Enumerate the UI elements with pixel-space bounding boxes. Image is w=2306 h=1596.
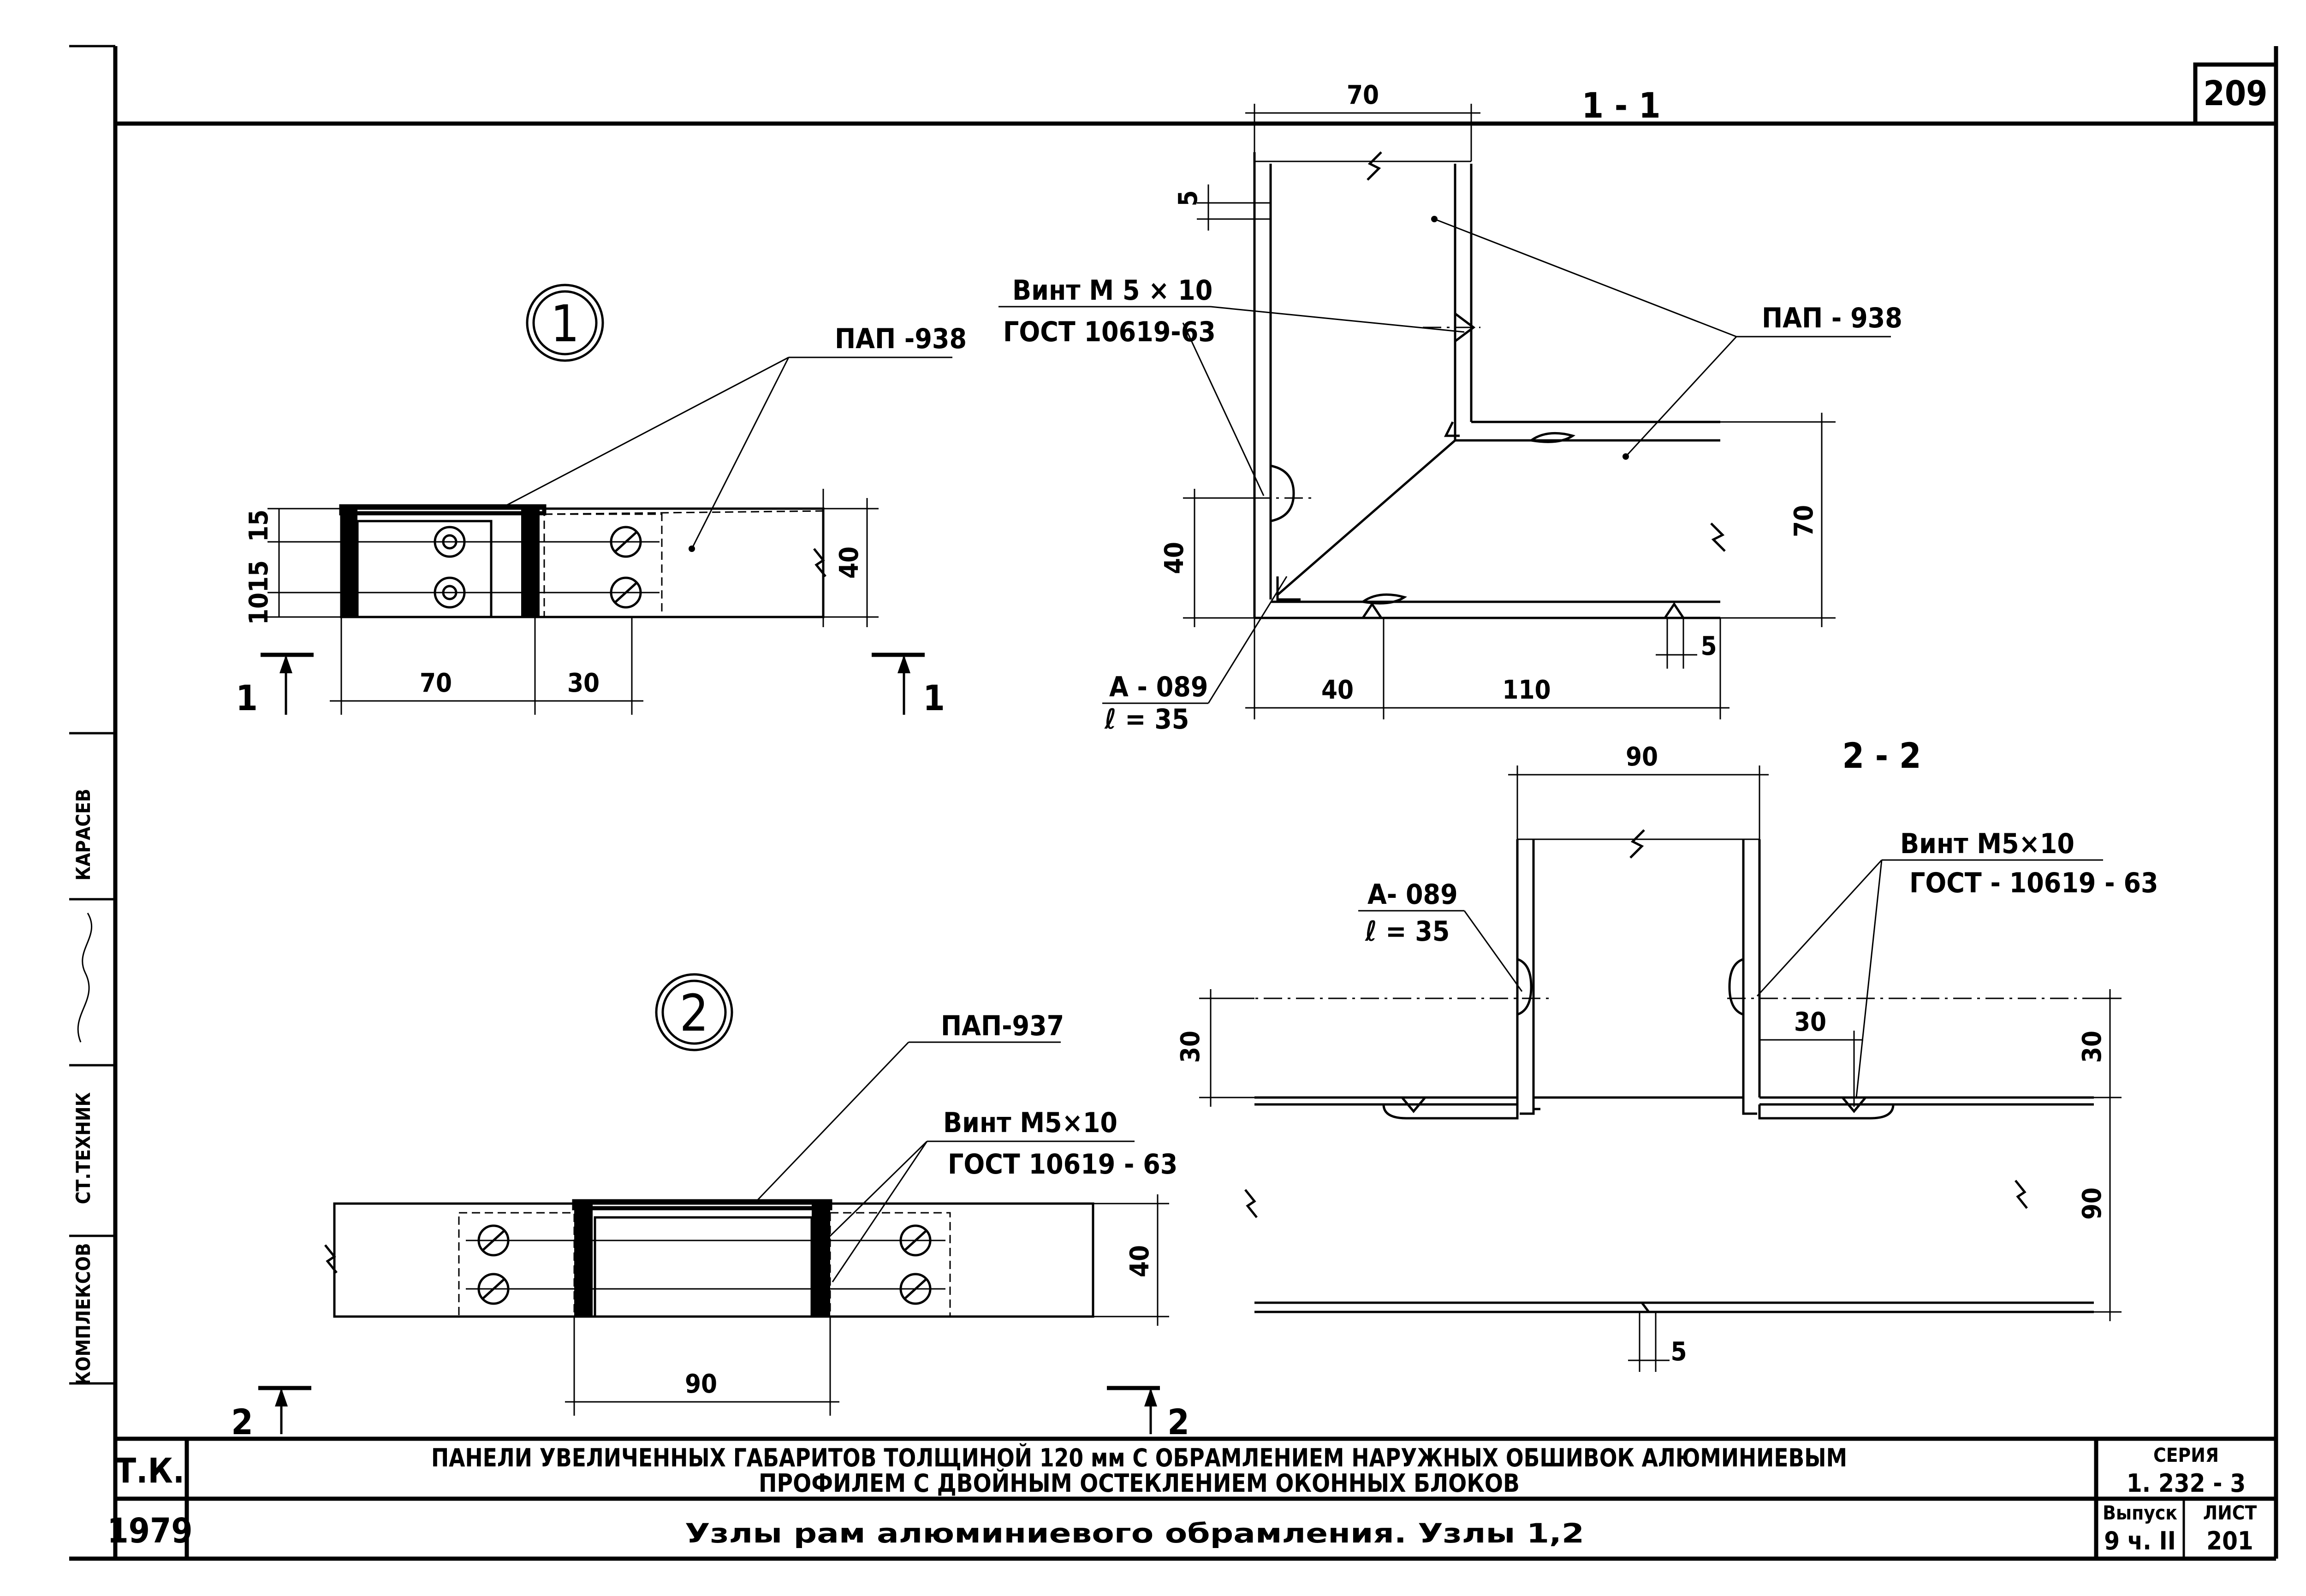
node-2-section-right: 2 (1167, 1401, 1189, 1442)
stamp-role-2: КОМПЛЕКСОВ (72, 1243, 95, 1386)
node-1-section-right: 1 (923, 677, 945, 718)
side-stamp: КАРАСЕВ СТ.ТЕХНИК КОМПЛЕКСОВ (69, 732, 115, 1386)
sheet-corner-number: 209 (2204, 74, 2268, 113)
tb-issue-value: 9 ч. II (2104, 1526, 2176, 1555)
node-1-section-left: 1 (236, 677, 258, 718)
title-block: Т.К. 1979 ПАНЕЛИ УВЕЛИЧЕННЫХ ГАБАРИТОВ Т… (107, 1436, 2276, 1559)
sheet-frame: 209 (69, 45, 2278, 1561)
tb-title-line-2: ПРОФИЛЕМ С ДВОЙНЫМ ОСТЕКЛЕНИЕМ ОКОННЫХ Б… (759, 1469, 1520, 1498)
tb-series-label: СЕРИЯ (2153, 1444, 2219, 1466)
section-2-2-dim-top-90: 90 (1626, 742, 1658, 772)
section-1-1-title: 1 - 1 (1581, 85, 1660, 126)
node-1-dim-30: 30 (567, 668, 600, 698)
tb-org: Т.К. (115, 1451, 184, 1491)
tb-sheet-label: ЛИСТ (2203, 1501, 2257, 1524)
section-1-1-profile-label: ПАП - 938 (1762, 302, 1902, 334)
stamp-role-1: СТ.ТЕХНИК (72, 1092, 95, 1204)
node-1-dim-15a: 15 (244, 510, 274, 542)
section-2-2-dim-bottom-5: 5 (1670, 1337, 1687, 1367)
node-2-dim-90: 90 (685, 1369, 717, 1399)
section-2-2-angle-label-1: А- 089 (1367, 878, 1458, 911)
section-1-1-dim-40-v: 40 (1159, 542, 1189, 574)
section-2-2-angle-label-2: ℓ = 35 (1365, 915, 1450, 948)
tb-year: 1979 (107, 1511, 192, 1551)
section-1-1-dim-40-b: 40 (1321, 675, 1354, 705)
section-2-2-dim-right-30: 30 (2077, 1031, 2107, 1063)
section-1-1-dim-5-top: 5 (1173, 190, 1203, 206)
section-2-2: 2 - 2 (1176, 735, 2158, 1372)
stamp-signature (77, 913, 93, 1043)
section-2-2-dim-center-30: 30 (1794, 1007, 1826, 1037)
section-1-1-dim-110-b: 110 (1502, 675, 1551, 705)
node-2-screw-label-2: ГОСТ 10619 - 63 (948, 1148, 1177, 1181)
section-2-2-dim-left-30: 30 (1176, 1031, 1206, 1063)
node-1-dim-15b: 15 (244, 560, 274, 593)
section-1-1-dim-5-bottom: 5 (1700, 631, 1717, 661)
section-2-2-title: 2 - 2 (1842, 735, 1921, 776)
node-2-screw-label-1: Винт М5×10 (943, 1107, 1117, 1139)
node-1: 1 15 15 10 40 70 (236, 284, 967, 718)
node-1-marker: 1 (551, 294, 580, 353)
section-1-1-screw-label-2: ГОСТ 10619-63 (1003, 316, 1216, 348)
node-1-dim-70: 70 (420, 668, 452, 698)
tb-issue-label: Выпуск (2103, 1501, 2177, 1524)
section-1-1: 1 - 1 70 (998, 80, 1902, 736)
node-2: 2 40 90 2 2 ПАП-937 (231, 973, 1189, 1442)
section-1-1-angle-label-2: ℓ = 35 (1104, 703, 1189, 736)
section-1-1-dim-top-70: 70 (1347, 80, 1379, 110)
tb-sheet-title: Узлы рам алюминиевого обрамления. Узлы 1… (685, 1518, 1584, 1549)
node-1-profile-label: ПАП -938 (835, 323, 967, 355)
tb-series-value: 1. 232 - 3 (2127, 1469, 2246, 1498)
stamp-name: КАРАСЕВ (72, 789, 95, 880)
tb-title-line-1: ПАНЕЛИ УВЕЛИЧЕННЫХ ГАБАРИТОВ ТОЛЩИНОЙ 12… (431, 1443, 1847, 1472)
node-2-section-left: 2 (231, 1401, 253, 1442)
node-1-dim-40: 40 (834, 546, 864, 579)
node-2-profile-label: ПАП-937 (941, 1010, 1064, 1042)
section-1-1-angle-label-1: А - 089 (1109, 671, 1208, 703)
node-2-marker: 2 (680, 984, 709, 1043)
section-2-2-dim-right-90: 90 (2077, 1187, 2107, 1220)
tb-sheet-value: 201 (2206, 1526, 2253, 1555)
section-1-1-screw-label-1: Винт М 5 × 10 (1012, 274, 1212, 307)
section-2-2-screw-label-2: ГОСТ - 10619 - 63 (1909, 867, 2158, 899)
section-1-1-dim-70-v: 70 (1789, 505, 1819, 537)
node-2-dim-40: 40 (1125, 1245, 1155, 1277)
node-1-dim-10: 10 (244, 593, 274, 625)
section-2-2-screw-label-1: Винт М5×10 (1900, 828, 2074, 860)
